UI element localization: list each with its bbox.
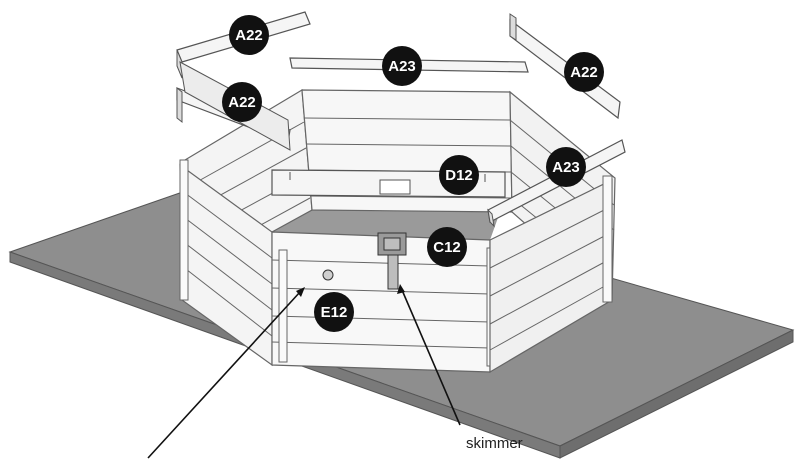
badge-a22-top-right: A22 <box>564 52 604 92</box>
leader-line-e12 <box>147 291 301 459</box>
label-a22-top-right: A22 <box>570 64 598 81</box>
label-a22-mid-left: A22 <box>228 94 256 111</box>
label-c12: C12 <box>433 239 461 256</box>
wall-front-left <box>179 159 273 367</box>
badge-a22-top-left: A22 <box>229 15 269 55</box>
leader-line-skimmer <box>401 289 461 426</box>
arrowhead-skimmer <box>397 284 405 294</box>
badge-a22-mid-left: A22 <box>222 82 262 122</box>
badge-d12: D12 <box>439 155 479 195</box>
label-d12: D12 <box>445 167 473 184</box>
label-a22-top-left: A22 <box>235 27 263 44</box>
skimmer <box>377 232 407 290</box>
badge-e12: E12 <box>314 292 354 332</box>
label-a23-right: A23 <box>552 159 580 176</box>
badge-c12: C12 <box>427 227 467 267</box>
badge-a23-top: A23 <box>382 46 422 86</box>
label-a23-top: A23 <box>388 58 416 75</box>
inlet-nozzle <box>322 269 334 281</box>
caption-skimmer: skimmer <box>466 435 523 452</box>
label-e12: E12 <box>321 304 348 321</box>
wall-front-right <box>489 175 613 374</box>
arrowhead-e12 <box>296 287 305 297</box>
badge-a23-right: A23 <box>546 147 586 187</box>
